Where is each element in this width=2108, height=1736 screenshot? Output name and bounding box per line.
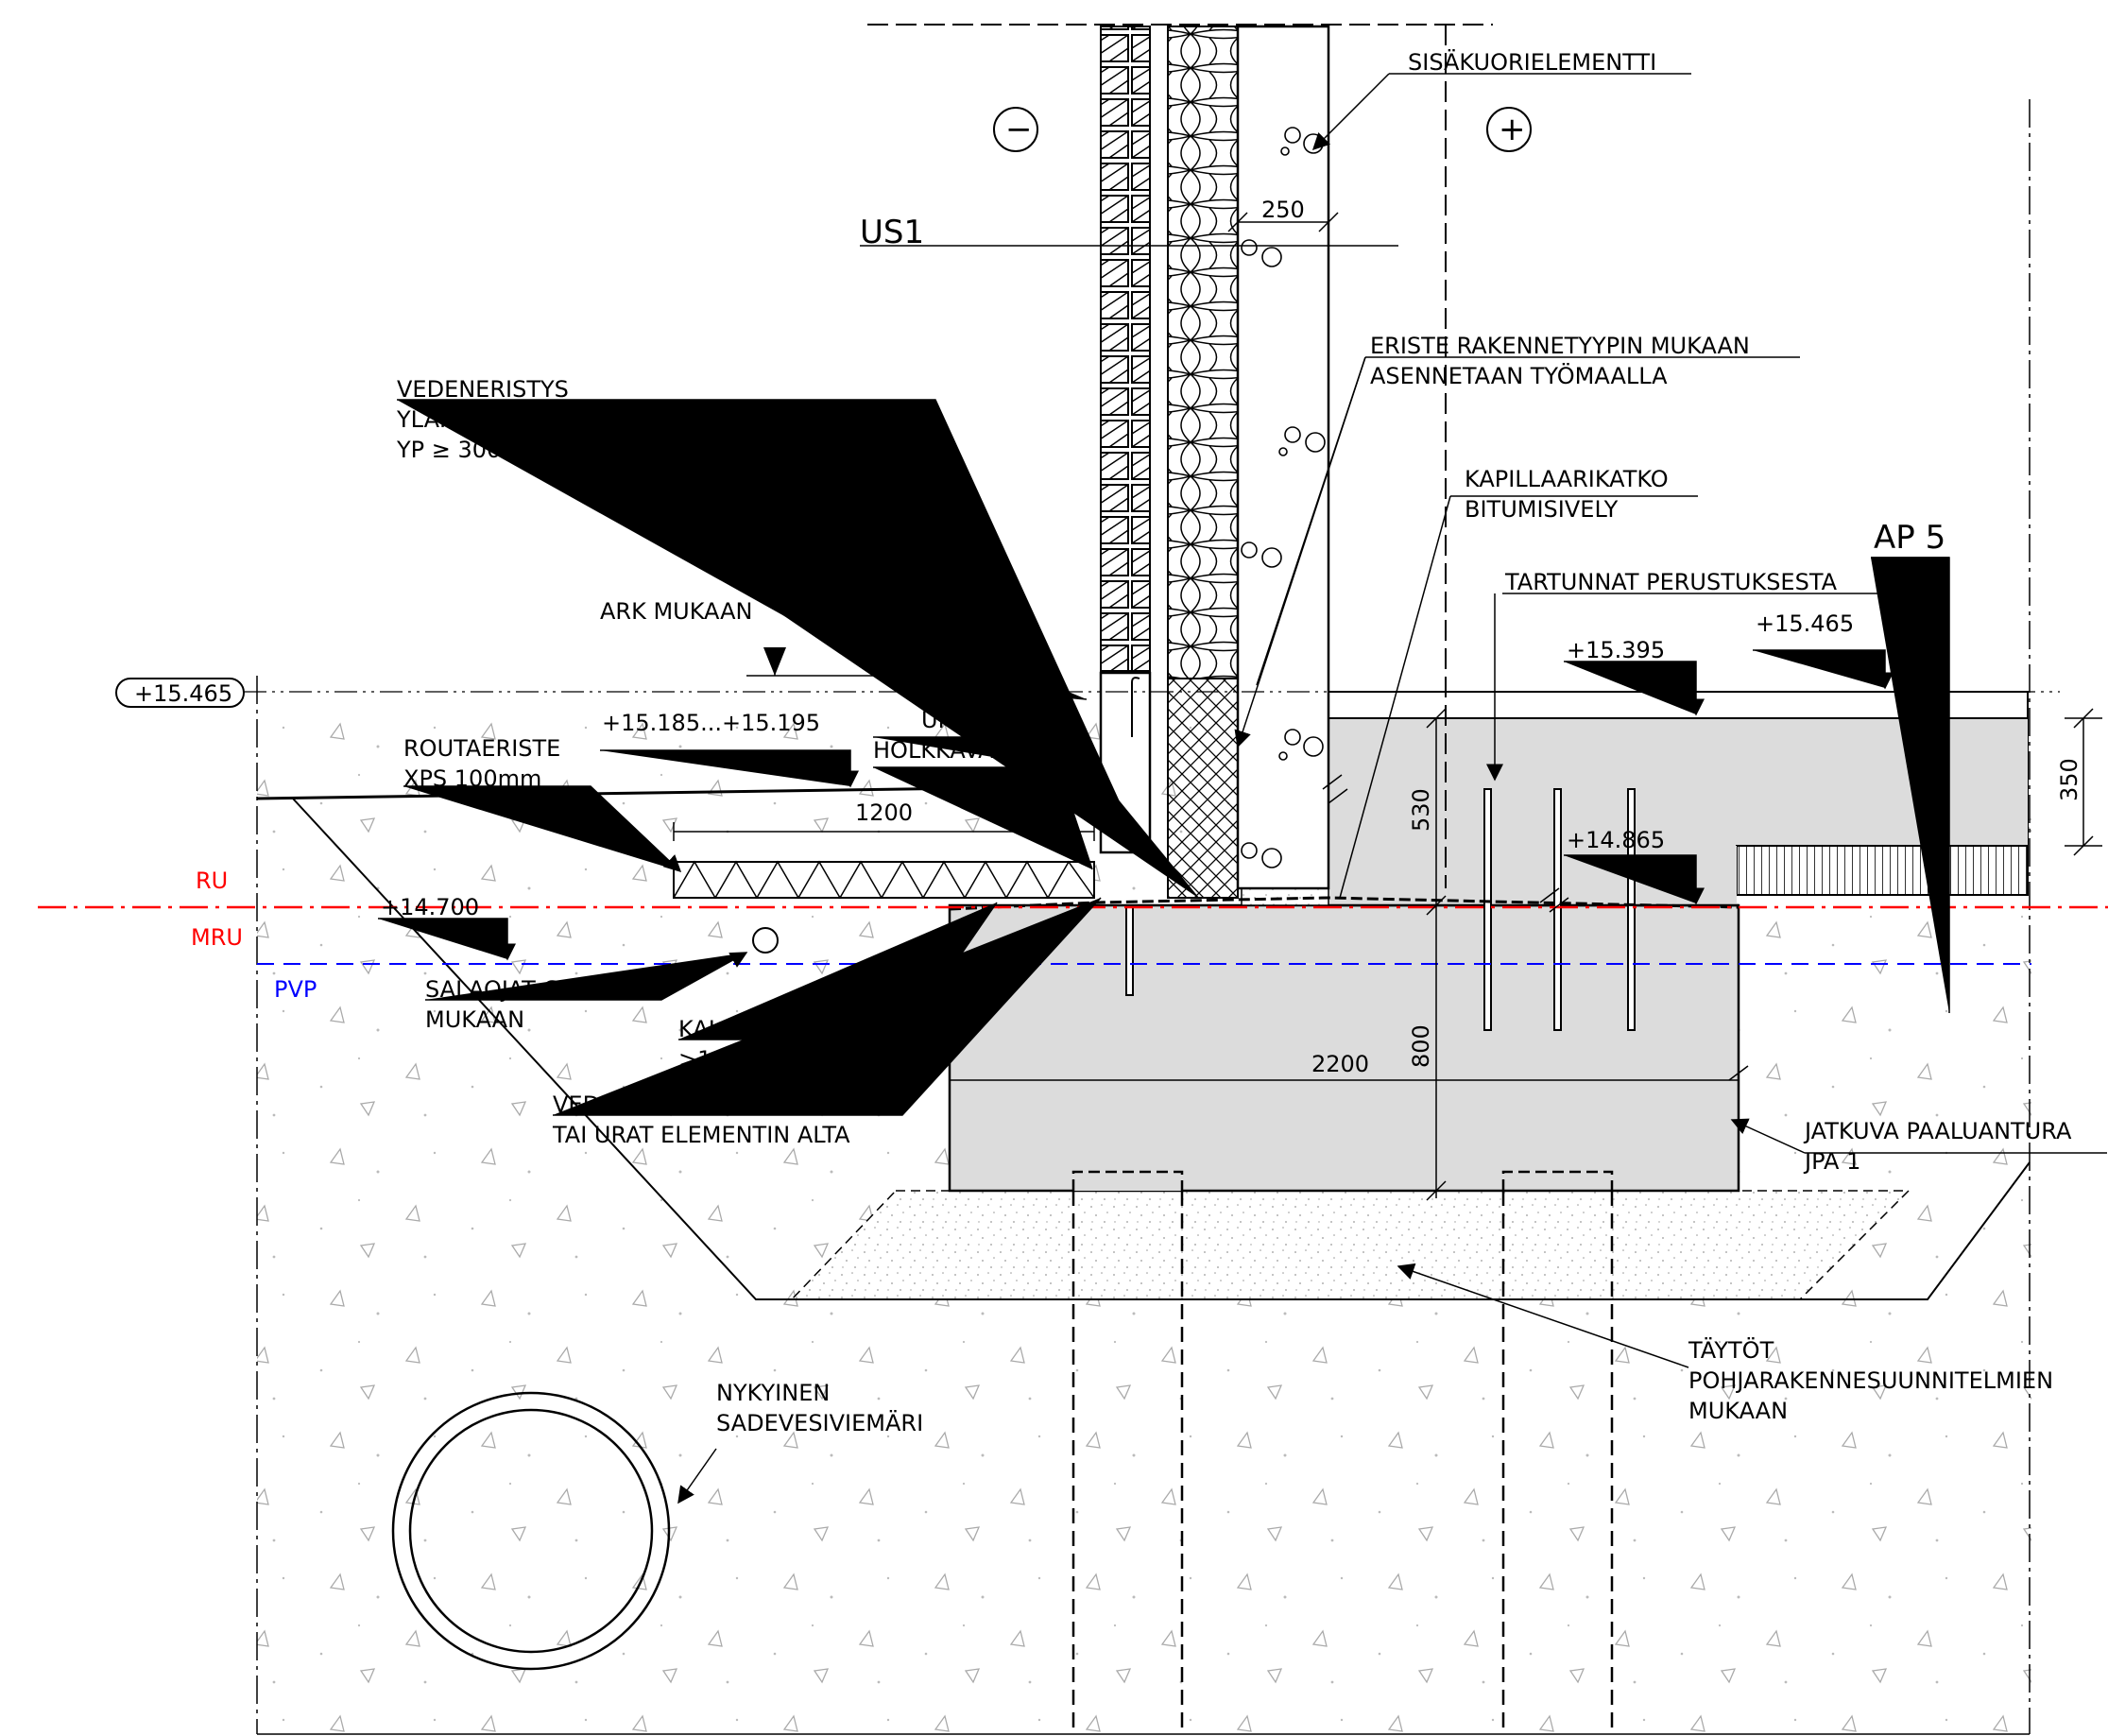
label-taytot-2: POHJARAKENNESUUNNITELMIEN (1688, 1367, 2053, 1394)
label-ark-mukaan: ARK MUKAAN (600, 598, 753, 625)
label-tartunnat: TARTUNNAT PERUSTUKSESTA (1504, 569, 1838, 595)
line-label-pvp: PVP (274, 976, 317, 1003)
level-ground-slope: +15.185...+15.195 (602, 710, 820, 736)
label-eriste-1: ERISTE RAKENNETYYPIN MUKAAN (1370, 333, 1750, 359)
brick-veneer (1099, 26, 1152, 854)
line-label-ru: RU (196, 868, 228, 894)
label-jatkuva-1: JATKUVA PAALUANTURA (1803, 1118, 2072, 1144)
excavation-line (292, 798, 2031, 1300)
label-ke-elementti: [KE]-ELEMENTTI (659, 504, 840, 530)
dim-footing-height: 800 (1408, 1024, 1434, 1068)
dim-floor-350: 350 (2056, 758, 2082, 801)
section-ref-us5: US5 (874, 587, 938, 625)
waterproofing-line (949, 896, 1740, 911)
label-kallistus-1: KALLISTUSVALU (678, 1016, 857, 1042)
exterior-symbol (993, 107, 1038, 152)
label-vedenpoisto-1: VEDENPOISTOPUTKET (553, 1091, 803, 1118)
label-kapillaari-2: BITUMISIVELY (1465, 496, 1619, 523)
label-nykyinen-2: SADEVESIVIEMÄRI (716, 1409, 923, 1436)
wall-insulation (1167, 26, 1239, 899)
level-slab-top: +15.395 (1567, 637, 1665, 663)
line-label-mru: MRU (191, 924, 243, 951)
concrete-bubbles (1241, 127, 1326, 868)
label-vedeneristys-2: YLÄREUNASSA MEKAANINEN KIINNITYS (396, 405, 841, 433)
label-uretaani: URETAANI (921, 707, 1036, 733)
level-markers (115, 647, 1894, 961)
label-kallistus-2: >1:100 (678, 1046, 763, 1073)
label-holkkavalu: HOLKKAVALU (873, 737, 1021, 764)
footing (948, 903, 1740, 1193)
section-ref-us1: US1 (860, 214, 924, 251)
dim-slab-height: 530 (1408, 788, 1434, 832)
level-floor-top: +15.465 (1756, 610, 1854, 637)
label-kapillaari-1: KAPILLAARIKATKO (1465, 466, 1669, 492)
inner-shell (1236, 25, 1330, 890)
label-salaojat-2: MUKAAN (425, 1006, 524, 1033)
frost-insulation (673, 860, 1095, 900)
dim-insulation-width: 1200 (855, 799, 913, 826)
interior-symbol (1486, 107, 1532, 152)
section-ref-ap5: AP 5 (1874, 519, 1945, 557)
label-routaeriste-1: ROUTAERISTE (403, 735, 560, 762)
label-vedeneristys-1: VEDENERISTYS (397, 376, 569, 403)
axis-lines (244, 24, 2060, 1735)
level-footing-top: +14.700 (381, 894, 479, 920)
exterior-minus: − (1005, 111, 1033, 148)
label-vedeneristys-3: YP ≥ 300 mm MAANPINNAN YLÄPUOLELLA (396, 436, 882, 463)
label-nykyinen-1: NYKYINEN (716, 1380, 830, 1406)
label-sisakuori: SISÄKUORIELEMENTTI (1408, 48, 1656, 76)
label-routaeriste-2: XPS 100mm (403, 765, 541, 792)
gravel-fill (790, 1190, 1911, 1300)
drain-pipe (752, 927, 779, 954)
dim-footing-width: 2200 (1311, 1051, 1369, 1077)
leader-lines (397, 73, 2107, 1504)
label-taytot-1: TÄYTÖT (1688, 1336, 1774, 1364)
rebars (1125, 677, 1636, 1031)
label-salaojat-1: SALAOJAT GEO/LVI (425, 976, 632, 1003)
level-ground-ref: +15.465 (134, 680, 232, 707)
label-taytot-3: MUKAAN (1688, 1398, 1788, 1424)
label-jatkuva-2: JPA 1 (1803, 1148, 1860, 1175)
label-eriste-2: ASENNETAAN TYÖMAALLA (1370, 362, 1668, 389)
interior-plus: + (1499, 111, 1526, 148)
dim-wall-thickness: 250 (1261, 197, 1305, 223)
label-vedenpoisto-2: TAI URAT ELEMENTIN ALTA (552, 1122, 850, 1148)
existing-storm-sewer (391, 1391, 671, 1671)
level-slab-bottom: +14.865 (1567, 827, 1665, 853)
